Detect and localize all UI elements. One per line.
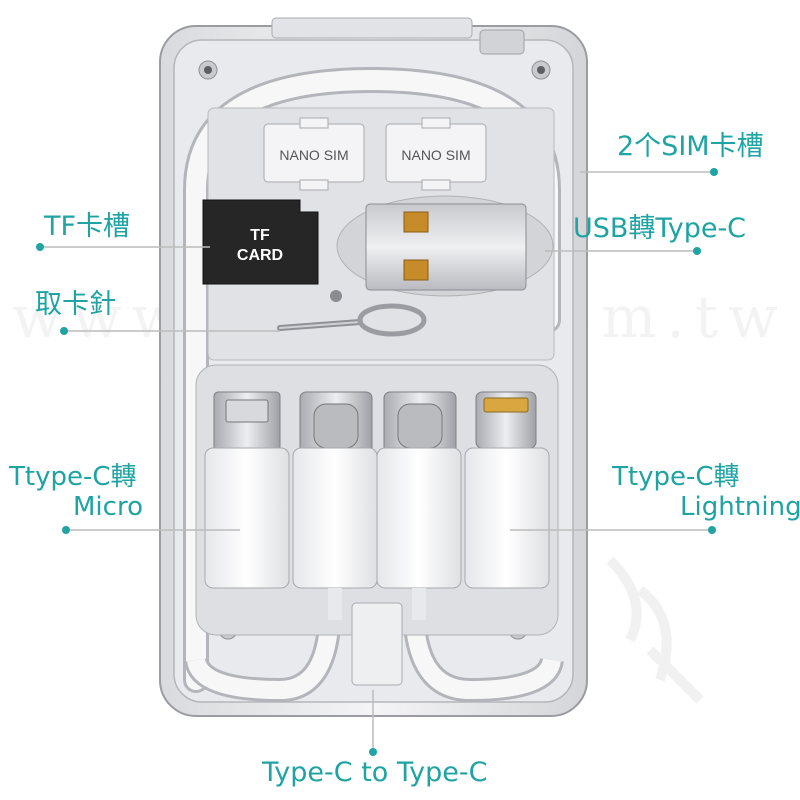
usb-to-typec-adapter <box>336 195 554 297</box>
typec-adapter-right <box>376 391 462 589</box>
nano-sim-slot-left: NANO SIM <box>263 117 365 191</box>
sim-slot-label: NANO SIM <box>401 147 470 163</box>
callout-micro-line2: Micro <box>73 492 143 522</box>
tf-card-label-line2: CARD <box>237 247 283 264</box>
leader-dots <box>36 168 718 756</box>
callout-typec-cable: Type-C to Type-C <box>262 757 488 788</box>
typec-adapter-left <box>292 391 378 589</box>
callout-lightning-line1: Ttype-C轉 <box>612 462 740 492</box>
brush-watermark <box>606 556 704 704</box>
nano-sim-slot-right: NANO SIM <box>385 117 487 191</box>
sim-slot-label: NANO SIM <box>279 147 348 163</box>
tf-card-label-line1: TF <box>250 227 270 244</box>
micro-usb-adapter <box>204 391 290 589</box>
callout-sim-slots: 2个SIM卡槽 <box>617 131 764 162</box>
lightning-adapter <box>464 391 550 589</box>
callout-tf-slot: TF卡槽 <box>44 211 131 242</box>
tf-card: TF CARD <box>202 199 319 285</box>
callout-usb-adapter: USB轉Type-C <box>573 213 747 244</box>
screw-icon <box>198 60 218 80</box>
screw-icon <box>531 60 551 80</box>
sim-eject-pin <box>277 290 427 337</box>
leader-lines <box>40 171 714 750</box>
callout-eject-pin: 取卡針 <box>35 289 116 320</box>
callout-lightning-line2: Lightning <box>680 492 800 522</box>
callout-micro-line1: Ttype-C轉 <box>9 462 137 492</box>
